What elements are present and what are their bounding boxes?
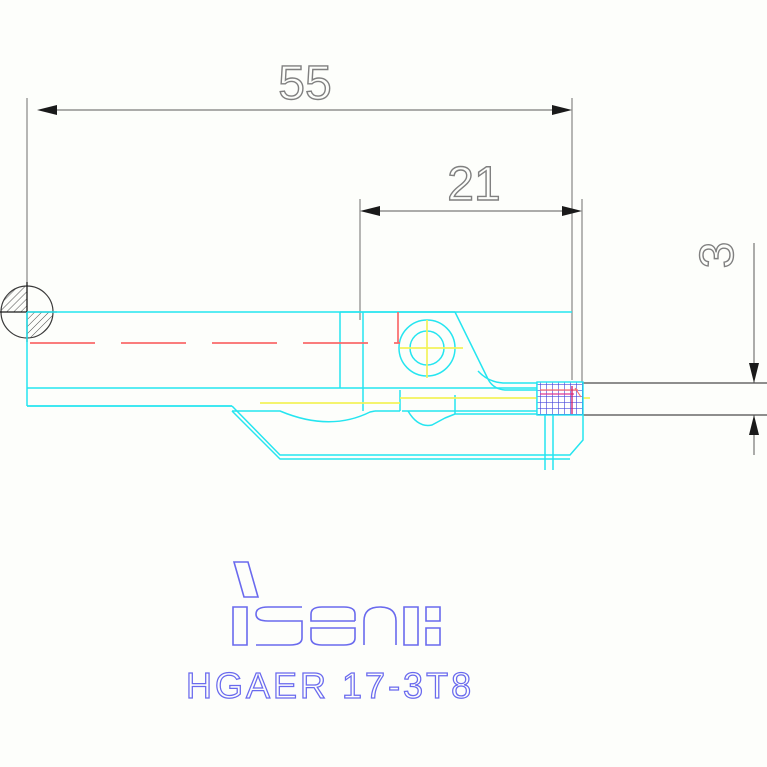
product-designation: HGAER 17-3T8 <box>186 665 474 706</box>
dimension-overall-length: 55 <box>37 56 572 115</box>
arrowhead-left-55 <box>37 105 57 115</box>
blade-profile <box>583 382 767 416</box>
cutting-insert <box>536 381 584 416</box>
body-bottom-flange-inner <box>231 410 570 460</box>
insert-body <box>536 381 584 416</box>
dimension-label-55: 55 <box>278 57 331 110</box>
arrowhead-right-55 <box>552 105 572 115</box>
insert-chamfer-line <box>574 387 582 398</box>
shank-centerline <box>30 312 400 344</box>
section-hatch-upper-left <box>1 286 27 312</box>
arrowhead-bottom-3 <box>749 415 759 435</box>
logo-letter-i <box>232 606 248 646</box>
arrowhead-left-21 <box>360 206 380 216</box>
dimension-label-21: 21 <box>447 158 500 211</box>
coolant-boss-curve <box>407 410 537 427</box>
logo-i-dot <box>232 561 260 598</box>
head-ramp-inner-edge <box>477 370 537 384</box>
logo-letter-s <box>255 606 303 646</box>
section-hatch-lower-right <box>27 312 53 338</box>
logo-letter-e <box>310 606 356 646</box>
logo-letter-r-stem <box>403 606 419 646</box>
logo-letter-a <box>363 606 397 645</box>
iscar-logo <box>232 561 441 646</box>
dimension-label-3: 3 <box>691 242 744 269</box>
logo-letter-r-arm <box>425 606 441 646</box>
arrowhead-top-3 <box>749 363 759 383</box>
dimension-head-length: 21 <box>360 157 582 216</box>
body-bottom-flange <box>231 405 584 456</box>
dimension-blade-thickness: 3 <box>690 241 759 455</box>
underside-relief-curve <box>232 410 376 423</box>
arrowhead-right-21 <box>562 206 582 216</box>
head-ramp-edge <box>454 311 537 391</box>
